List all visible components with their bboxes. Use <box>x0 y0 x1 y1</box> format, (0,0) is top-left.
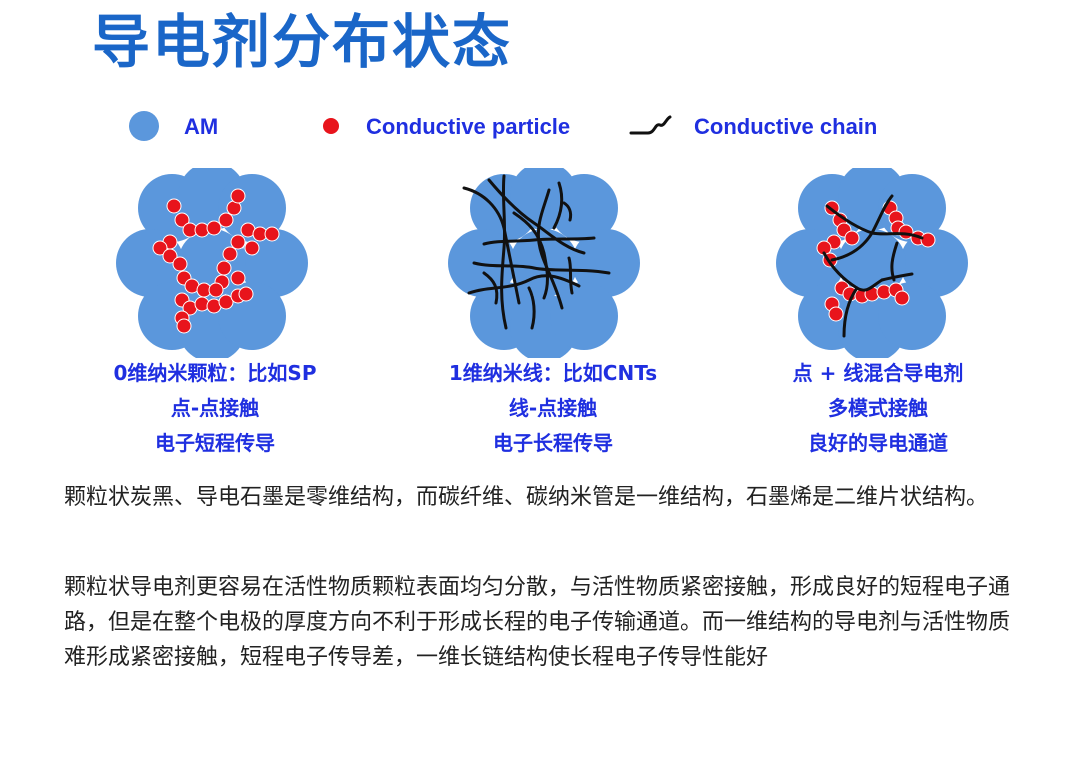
conductive-particle <box>230 188 246 204</box>
am-circle-icon <box>129 111 159 141</box>
paragraph-structure: 颗粒状炭黑、导电石墨是零维结构，而碳纤维、碳纳米管是一维结构，石墨烯是二维片状结… <box>64 485 989 510</box>
conductive-particle <box>174 212 190 228</box>
conductive-particle <box>230 270 246 286</box>
am-particle <box>550 174 618 242</box>
caption-0d: 0维纳米颗粒：比如SP 点-点接触 电子短程传导 <box>50 356 380 461</box>
legend-am-label: AM <box>184 114 219 139</box>
conductive-particle <box>244 240 260 256</box>
conductive-particle <box>206 220 222 236</box>
caption-mixed: 点 + 线混合导电剂 多模式接触 良好的导电通道 <box>713 356 1043 461</box>
legend-particle: Conductive particle <box>318 108 598 144</box>
mixed-network <box>816 194 936 338</box>
paragraph-comparison: 颗粒状导电剂更容易在活性物质颗粒表面均匀分散，与活性物质紧密接触，形成良好的短程… <box>64 575 1011 670</box>
caption-line: 线-点接触 <box>508 396 598 420</box>
conductive-particle <box>218 212 234 228</box>
conductive-particle <box>894 290 910 306</box>
diagram-0d-particles <box>112 168 312 358</box>
caption-line: 多模式接触 <box>828 396 928 420</box>
chain-network <box>462 174 611 330</box>
caption-line: 良好的导电通道 <box>808 431 948 455</box>
caption-line: 点-点接触 <box>170 396 260 420</box>
am-particle <box>572 229 640 297</box>
conductive-particle <box>844 230 860 246</box>
conductive-particle <box>216 260 232 276</box>
conductive-particle <box>230 234 246 250</box>
conductive-particle <box>222 246 238 262</box>
page-title: 导电剂分布状态 <box>92 8 513 76</box>
conductive-particle <box>218 294 234 310</box>
conductive-particle <box>172 256 188 272</box>
conductive-particle <box>152 240 168 256</box>
am-particle <box>838 229 906 297</box>
caption-line: 1维纳米线：比如CNTs <box>448 361 658 385</box>
conductive-particle <box>238 286 254 302</box>
legend-particle-label: Conductive particle <box>366 114 571 139</box>
particle-network <box>152 188 280 334</box>
conductive-particle <box>920 232 936 248</box>
caption-line: 电子长程传导 <box>493 431 613 455</box>
conductive-particle <box>176 318 192 334</box>
caption-1d: 1维纳米线：比如CNTs 线-点接触 电子长程传导 <box>388 356 718 461</box>
caption-line: 0维纳米颗粒：比如SP <box>113 361 317 385</box>
legend-chain-label: Conductive chain <box>694 114 878 139</box>
conductive-particle <box>208 282 224 298</box>
caption-line: 点 + 线混合导电剂 <box>792 361 964 385</box>
conductive-particle <box>166 198 182 214</box>
am-particle <box>900 229 968 297</box>
chain-line-icon <box>629 115 672 135</box>
particle-dot-icon <box>323 118 339 134</box>
am-cluster <box>776 168 968 358</box>
conductive-particle <box>828 306 844 322</box>
diagram-mixed <box>772 168 972 358</box>
caption-line: 电子短程传导 <box>155 431 275 455</box>
legend-chain: Conductive chain <box>628 108 908 144</box>
legend-am: AM <box>128 108 248 144</box>
diagram-1d-chains <box>444 168 644 358</box>
am-particle <box>550 282 618 350</box>
conductive-particle <box>162 248 178 264</box>
conductive-particle <box>264 226 280 242</box>
